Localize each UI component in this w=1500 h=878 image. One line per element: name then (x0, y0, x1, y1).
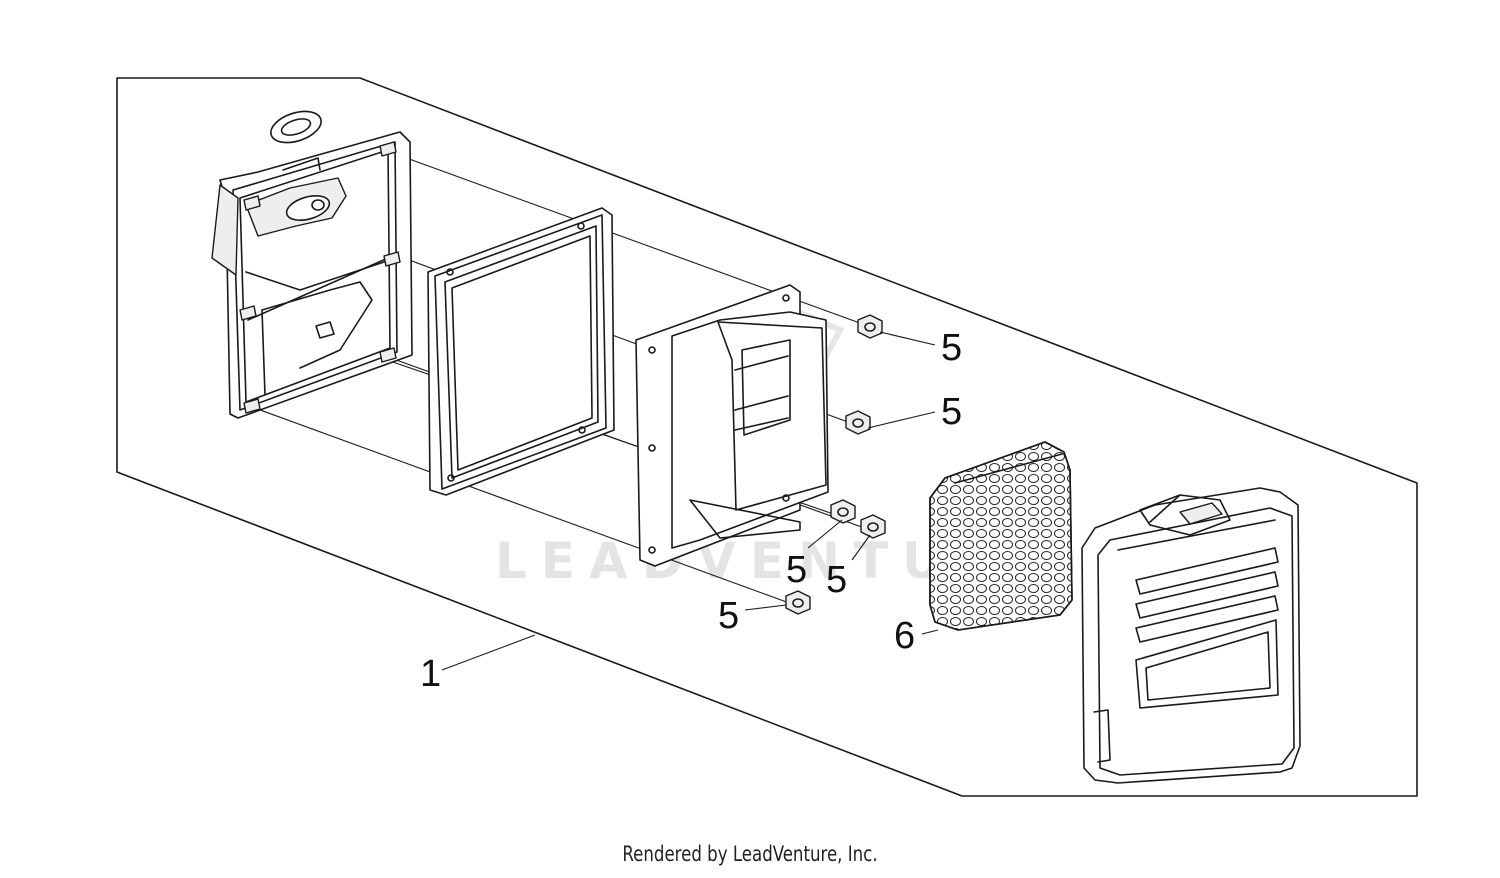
gasket-frame (427, 207, 615, 496)
footer-credit: Rendered by LeadVenture, Inc. (622, 842, 878, 866)
nut-5d (860, 514, 886, 539)
nut-5b (845, 410, 871, 435)
filter-cover (1081, 487, 1301, 784)
nut-5a (857, 314, 883, 339)
nut-5e (785, 590, 811, 615)
leader-lines (441, 331, 939, 671)
callout-1: 1 (420, 653, 441, 695)
callout-5b: 5 (941, 391, 962, 433)
callout-5c: 5 (786, 549, 807, 591)
gasket-ring (270, 110, 322, 144)
callout-6: 6 (894, 615, 915, 657)
callout-5d: 5 (826, 559, 847, 601)
callout-5a: 5 (941, 327, 962, 369)
callout-5e: 5 (718, 595, 739, 637)
assembly-outline (116, 77, 1418, 797)
air-box-housing (635, 284, 829, 567)
base-plate (211, 131, 413, 419)
nut-5c (830, 499, 856, 524)
filter-element (929, 441, 1073, 631)
